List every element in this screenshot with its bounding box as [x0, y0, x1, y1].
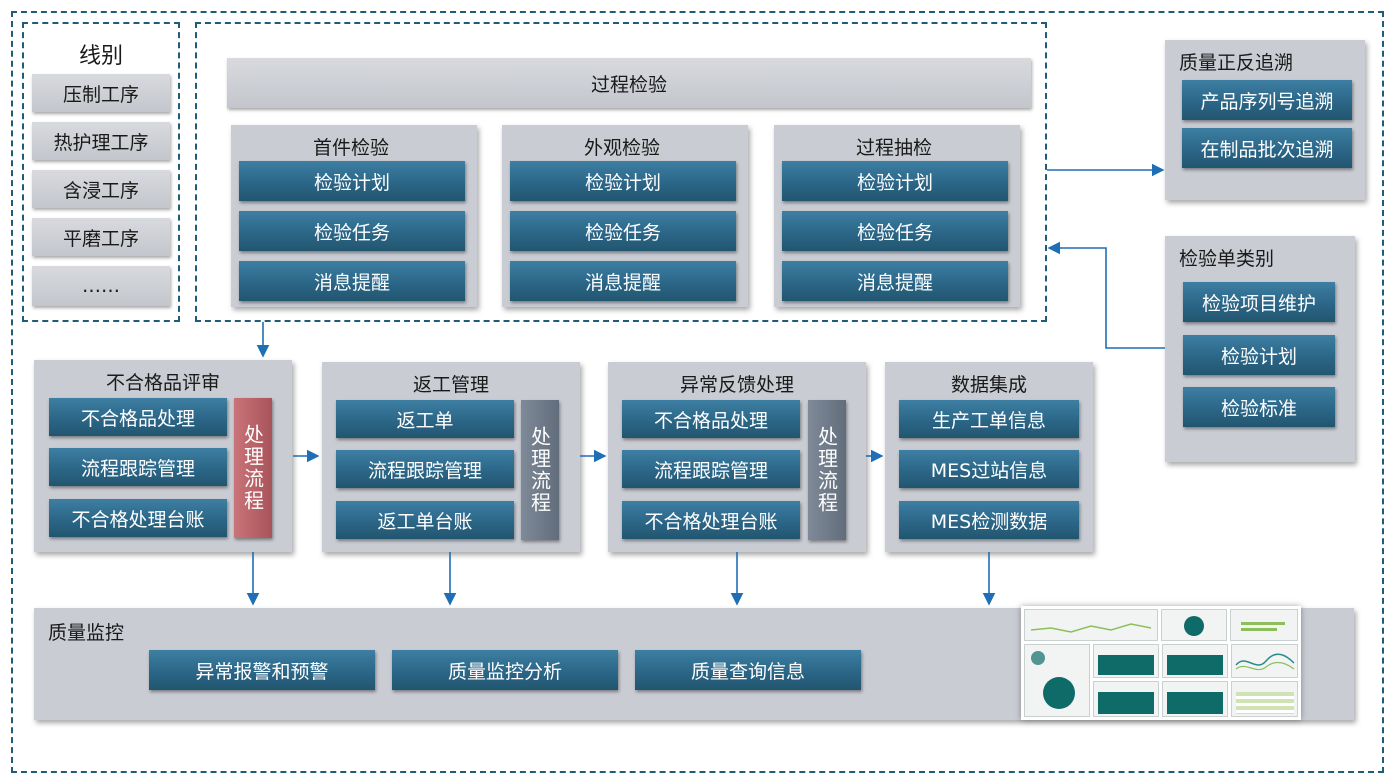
inspection-group-appearance: 外观检验 检验计划 检验任务 消息提醒	[502, 125, 748, 307]
thumb-grid-2	[1162, 644, 1228, 678]
line-item-more[interactable]: ……	[32, 266, 170, 306]
process-tracking-button[interactable]: 流程跟踪管理	[336, 450, 514, 488]
inspection-plan-button[interactable]: 检验计划	[1183, 335, 1335, 375]
thumb-wave-icon	[1235, 653, 1295, 671]
inspection-plan-button[interactable]: 检验计划	[782, 161, 1008, 201]
group-title: 过程抽检	[855, 137, 932, 159]
serial-trace-button[interactable]: 产品序列号追溯	[1182, 80, 1352, 120]
thumb-line-chart	[1024, 609, 1158, 641]
thumb-grid-1	[1093, 644, 1159, 678]
mes-station-info-button[interactable]: MES过站信息	[899, 450, 1079, 488]
traceability-title: 质量正反追溯	[1179, 52, 1294, 74]
outer-frame	[11, 11, 1384, 773]
thumb-bar-icon	[1241, 622, 1285, 625]
panel-title: 返工管理	[412, 374, 489, 396]
inspection-task-button[interactable]: 检验任务	[782, 211, 1008, 251]
dashboard-thumbnail	[1021, 606, 1301, 720]
thumb-line-icon	[1030, 623, 1152, 633]
message-reminder-button[interactable]: 消息提醒	[510, 261, 736, 301]
thumb-pie-small	[1161, 609, 1227, 641]
rework-panel: 返工管理 返工单 流程跟踪管理 返工单台账 处理流程	[322, 362, 580, 552]
thumb-grid-4	[1162, 681, 1228, 717]
inspection-standard-button[interactable]: 检验标准	[1183, 387, 1335, 427]
thumb-pie-large	[1024, 644, 1090, 717]
traceability-panel: 质量正反追溯 产品序列号追溯 在制品批次追溯	[1165, 40, 1365, 200]
process-tracking-button[interactable]: 流程跟踪管理	[622, 450, 800, 488]
item-maintenance-button[interactable]: 检验项目维护	[1183, 282, 1335, 322]
nonconforming-handling-button[interactable]: 不合格品处理	[622, 400, 800, 438]
alarm-warning-button[interactable]: 异常报警和预警	[149, 650, 375, 690]
handling-flow-tag[interactable]: 处理流程	[234, 398, 272, 538]
line-item-heat-curing[interactable]: 热护理工序	[32, 122, 170, 160]
quality-monitor-title: 质量监控	[48, 622, 125, 644]
process-tracking-button[interactable]: 流程跟踪管理	[49, 448, 227, 486]
panel-title: 异常反馈处理	[679, 374, 794, 396]
process-inspection-frame: 过程检验 首件检验 检验计划 检验任务 消息提醒 外观检验 检验计划 检验任务 …	[195, 22, 1047, 322]
inspection-group-sampling: 过程抽检 检验计划 检验任务 消息提醒	[774, 125, 1020, 307]
process-inspection-title: 过程检验	[227, 58, 1031, 108]
handling-flow-tag[interactable]: 处理流程	[521, 400, 559, 540]
quality-query-button[interactable]: 质量查询信息	[635, 650, 861, 690]
line-item-grinding[interactable]: 平磨工序	[32, 218, 170, 256]
batch-trace-button[interactable]: 在制品批次追溯	[1182, 128, 1352, 168]
inspection-types-title: 检验单类别	[1179, 248, 1275, 270]
line-item-impregnation[interactable]: 含浸工序	[32, 170, 170, 208]
group-title: 外观检验	[583, 137, 660, 159]
inspection-types-panel: 检验单类别 检验项目维护 检验计划 检验标准	[1165, 236, 1355, 462]
thumb-grid-3	[1093, 681, 1159, 717]
exception-feedback-panel: 异常反馈处理 不合格品处理 流程跟踪管理 不合格处理台账 处理流程	[608, 362, 866, 552]
thumb-pie-icon	[1031, 651, 1045, 665]
monitor-analysis-button[interactable]: 质量监控分析	[392, 650, 618, 690]
thumb-bar-icon	[1241, 628, 1277, 631]
rework-ledger-button[interactable]: 返工单台账	[336, 501, 514, 539]
mes-test-data-button[interactable]: MES检测数据	[899, 501, 1079, 539]
line-types-frame: 线别 压制工序 热护理工序 含浸工序 平磨工序 ……	[22, 22, 180, 322]
thumb-pie-icon	[1043, 677, 1075, 709]
thumb-bars	[1230, 609, 1298, 641]
group-title: 首件检验	[312, 137, 389, 159]
work-order-info-button[interactable]: 生产工单信息	[899, 400, 1079, 438]
line-item-pressing[interactable]: 压制工序	[32, 74, 170, 112]
rework-order-button[interactable]: 返工单	[336, 400, 514, 438]
handling-flow-tag[interactable]: 处理流程	[808, 400, 846, 540]
inspection-task-button[interactable]: 检验任务	[239, 211, 465, 251]
arrow-types-to-inspection	[1047, 241, 1165, 349]
nonconforming-handling-button[interactable]: 不合格品处理	[49, 398, 227, 436]
inspection-task-button[interactable]: 检验任务	[510, 211, 736, 251]
inspection-plan-button[interactable]: 检验计划	[510, 161, 736, 201]
data-integration-panel: 数据集成 生产工单信息 MES过站信息 MES检测数据	[885, 362, 1093, 552]
inspection-plan-button[interactable]: 检验计划	[239, 161, 465, 201]
inspection-group-first-article: 首件检验 检验计划 检验任务 消息提醒	[231, 125, 477, 307]
nonconforming-review-panel: 不合格品评审 不合格品处理 流程跟踪管理 不合格处理台账 处理流程	[34, 360, 292, 552]
line-types-title: 线别	[78, 44, 123, 69]
handling-ledger-button[interactable]: 不合格处理台账	[622, 501, 800, 539]
message-reminder-button[interactable]: 消息提醒	[239, 261, 465, 301]
thumb-wave	[1231, 644, 1298, 678]
panel-title: 不合格品评审	[105, 372, 220, 394]
panel-title: 数据集成	[950, 374, 1027, 396]
thumb-pie-icon	[1184, 616, 1204, 636]
thumb-table	[1231, 681, 1298, 717]
message-reminder-button[interactable]: 消息提醒	[782, 261, 1008, 301]
handling-ledger-button[interactable]: 不合格处理台账	[49, 499, 227, 537]
